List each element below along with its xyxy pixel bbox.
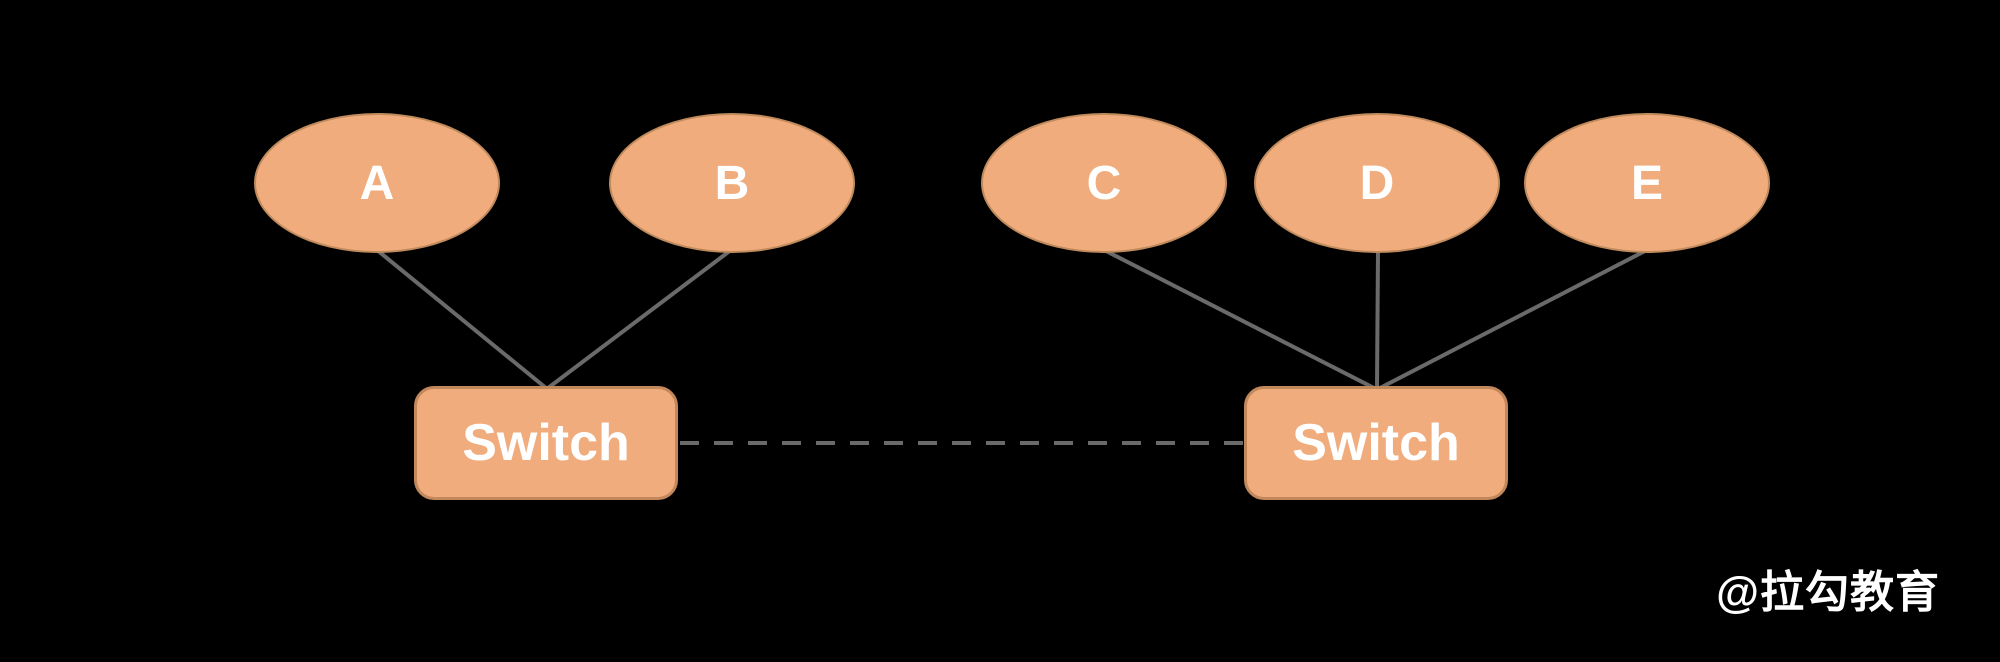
node-a: A	[254, 113, 500, 253]
edge-e-to-right-switch	[1379, 249, 1646, 390]
node-b-label: B	[714, 156, 750, 210]
edge-d-to-right-switch	[1375, 250, 1380, 389]
node-d-label: D	[1359, 156, 1395, 210]
node-e-label: E	[1630, 156, 1663, 210]
watermark: @拉勾教育	[1716, 568, 1940, 617]
switch-left-label: Switch	[462, 414, 630, 472]
edge-a-to-left-switch	[375, 248, 548, 390]
switch-right: Switch	[1244, 386, 1508, 500]
switch-right-label: Switch	[1292, 414, 1460, 472]
switch-left: Switch	[414, 386, 678, 500]
node-a-label: A	[359, 156, 395, 210]
node-c: C	[981, 113, 1227, 253]
edge-b-to-left-switch	[546, 248, 733, 390]
node-c-label: C	[1086, 156, 1122, 210]
node-e: E	[1524, 113, 1770, 253]
edge-c-to-right-switch	[1105, 249, 1375, 390]
node-d: D	[1254, 113, 1500, 253]
node-b: B	[609, 113, 855, 253]
